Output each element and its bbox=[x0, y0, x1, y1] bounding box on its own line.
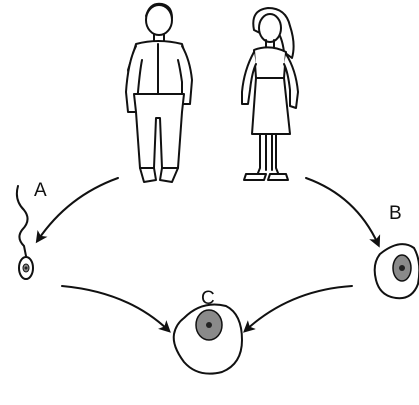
arrow-egg-to-zygote bbox=[246, 286, 352, 330]
arrow-man-to-sperm bbox=[38, 178, 118, 240]
arrow-sperm-to-zygote bbox=[62, 286, 168, 330]
sperm-cell-icon bbox=[17, 186, 33, 279]
zygote-cell-icon bbox=[174, 305, 242, 374]
label-c: C bbox=[201, 289, 215, 308]
egg-cell-icon bbox=[375, 244, 419, 298]
woman-figure-icon bbox=[242, 8, 298, 180]
label-b: B bbox=[389, 204, 402, 223]
arrow-woman-to-egg bbox=[306, 178, 378, 244]
man-figure-icon bbox=[126, 4, 192, 182]
label-a: A bbox=[34, 181, 47, 200]
